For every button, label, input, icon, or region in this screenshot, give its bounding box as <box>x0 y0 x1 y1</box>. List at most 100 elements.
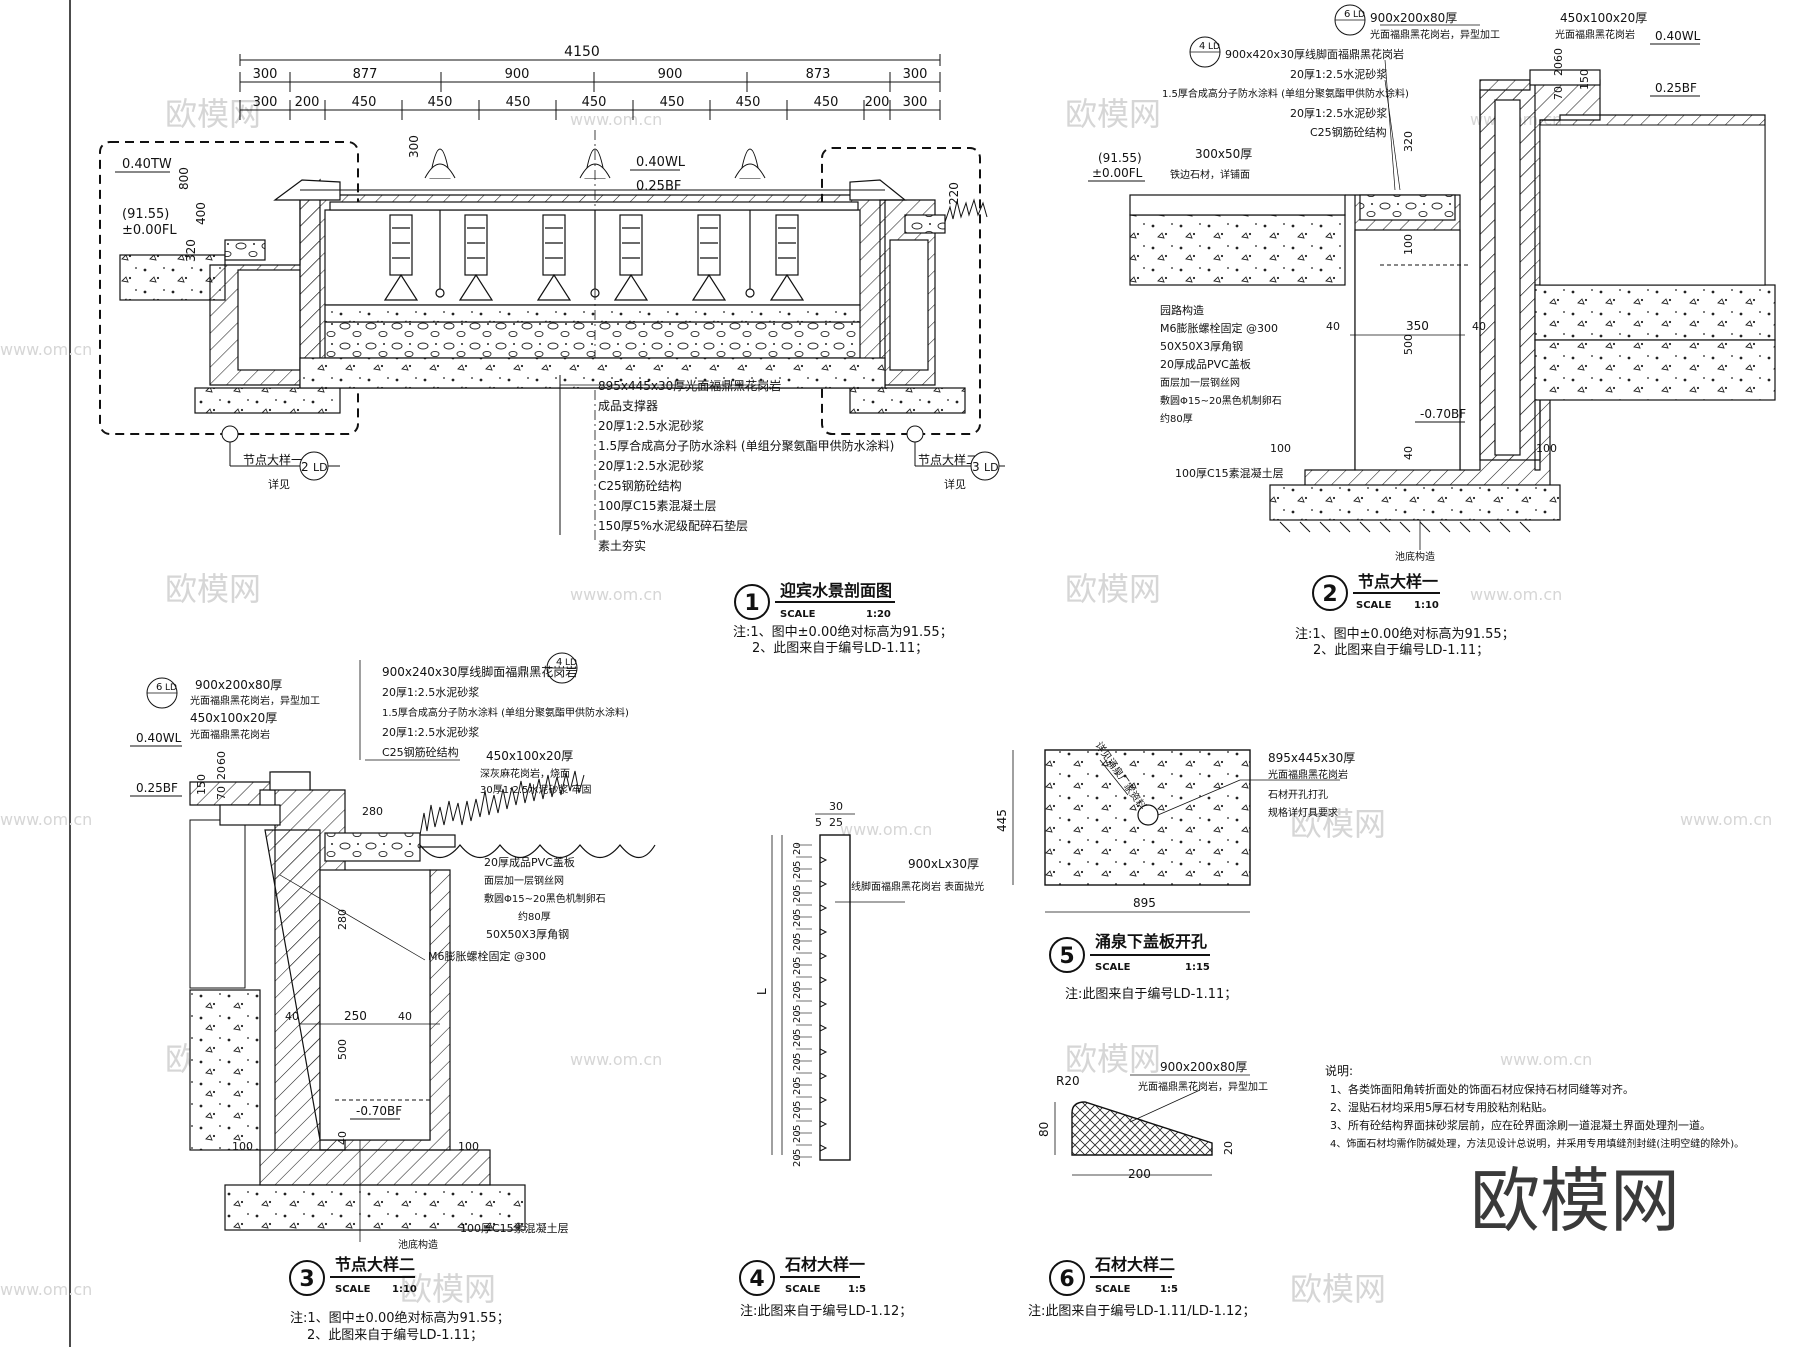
ref-see: 详见 <box>944 477 966 491</box>
note-line: 注:此图来自于编号LD-1.11/LD-1.12； <box>1028 1304 1256 1319</box>
callout-text: 900x200x80厚 <box>1370 11 1457 25</box>
elev-bf: 0.25BF <box>636 179 681 194</box>
scale-label: SCALE <box>335 1284 371 1295</box>
title-number: 5 <box>1059 944 1074 969</box>
callout-text: 成品支撑器 <box>598 398 658 413</box>
dim-280: 280 <box>336 909 349 930</box>
dim-row2: 450 <box>582 95 607 110</box>
dim-row1: 873 <box>806 67 831 82</box>
watermark-url: www.om.cn <box>1500 1050 1592 1069</box>
elev-bf-bottom: -0.70BF <box>1420 407 1466 421</box>
repeat-dim: 20 <box>792 986 803 999</box>
note-item: 4、饰面石材均需作防碱处理，方法见设计总说明，并采用专用填缝剂封缝(注明空缝的除… <box>1330 1137 1744 1150</box>
section-5-cover-plate: 详见涌泉厂家资料 445 895 895x445x30厚 光面福鼎黑花岗岩 石材… <box>995 739 1355 1002</box>
note-line: 2、此图来自于编号LD-1.11； <box>752 641 928 656</box>
repeat-dim: 20 <box>792 890 803 903</box>
elev-bf: 0.25BF <box>136 781 178 795</box>
dim-200: 200 <box>1128 1167 1151 1181</box>
watermark-text: 欧模网 <box>1290 1270 1386 1308</box>
general-notes: 说明: 1、各类饰面阳角转折面处的饰面石材应保持石材同缝等对齐。 2、湿贴石材均… <box>1325 1063 1744 1150</box>
callout-text: C25钢筋砼结构 <box>1310 125 1387 139</box>
pool-base-concrete <box>324 304 861 323</box>
pool-base-gravel <box>324 321 861 359</box>
title-name: 涌泉下盖板开孔 <box>1095 932 1207 951</box>
scale-label: SCALE <box>785 1284 821 1295</box>
repeat-dim: 5 <box>792 1029 803 1035</box>
ref-number: 3 <box>972 460 980 474</box>
dim-40: 40 <box>1472 320 1486 333</box>
watermark-text: 欧模网 <box>1065 1040 1161 1078</box>
watermark-text: 欧模网 <box>1290 805 1386 843</box>
title-name: 节点大样一 <box>1358 572 1438 591</box>
elev-bf: 0.25BF <box>1655 81 1697 95</box>
dim-100: 100 <box>1270 442 1291 455</box>
detail-ref-left: 节点大样一 2 LD 详见 <box>221 425 340 491</box>
ref-sheet: LD <box>1208 42 1220 52</box>
title-number: 2 <box>1322 582 1337 607</box>
repeat-dim: 20 <box>792 1034 803 1047</box>
brand-watermark: 欧模网 <box>1470 1160 1680 1242</box>
dim-row1: 900 <box>505 67 530 82</box>
dim-500: 500 <box>336 1039 349 1060</box>
ref-sheet: LD <box>165 683 177 693</box>
scale-label: SCALE <box>1356 600 1392 611</box>
callout-text: 光面福鼎黑花岗岩，异型加工 <box>190 694 320 707</box>
dim-280: 280 <box>362 805 383 818</box>
scale-label: SCALE <box>780 609 816 620</box>
dim-40: 40 <box>1402 446 1415 460</box>
note-line: 注:1、图中±0.00绝对标高为91.55； <box>733 624 953 640</box>
callout-text: 规格详灯具要求 <box>1268 806 1338 819</box>
dim-350: 350 <box>1406 319 1429 333</box>
dim-400: 400 <box>194 202 208 225</box>
callout-text: 20厚成品PVC盖板 <box>1160 357 1251 371</box>
pool-floor-left <box>189 989 261 1151</box>
elev-wl: 0.40WL <box>1655 29 1701 43</box>
watermark-url: www.om.cn <box>0 810 92 829</box>
repeat-dim: 5 <box>792 909 803 915</box>
callout-text: 900xLx30厚 <box>908 857 979 871</box>
watermark-url: www.om.cn <box>0 1280 92 1299</box>
pebbles-right <box>904 214 946 234</box>
detail-ref-right: 节点大样二 3 LD 详见 <box>906 425 1005 491</box>
repeat-dim: 20 <box>792 1010 803 1023</box>
callout-text: 450x100x20厚 <box>1560 11 1647 25</box>
dim-row1: 900 <box>658 67 683 82</box>
stone-groove-profile <box>819 845 828 1152</box>
dim-150: 150 <box>1578 69 1591 90</box>
dim-row2: 200 <box>295 95 320 110</box>
title-number: 4 <box>749 1267 764 1292</box>
ref-sheet: LD <box>984 461 999 474</box>
callout-text: 园路构造 <box>1160 303 1204 317</box>
repeat-dim: 5 <box>792 861 803 867</box>
dim-150: 150 <box>195 774 208 795</box>
note-line: 2、此图来自于编号LD-1.11； <box>307 1328 483 1343</box>
callout-text: 池底构造 <box>1395 550 1435 563</box>
channel-void <box>1354 229 1461 471</box>
pool-wall-liner <box>1494 99 1521 456</box>
callout-text: 900x200x80厚 <box>195 678 282 692</box>
dim-25: 25 <box>829 816 843 829</box>
title-block-2: 2 节点大样一 SCALE 1:10 注:1、图中±0.00绝对标高为91.55… <box>1295 572 1515 658</box>
dim-40: 40 <box>336 1131 349 1145</box>
callout-text: 面层加一层钢丝网 <box>484 874 564 887</box>
watermark-text: 欧模网 <box>165 570 261 608</box>
callout-text: 100厚C15素混凝土层 <box>460 1221 569 1235</box>
elev-wl: 0.40WL <box>636 155 686 170</box>
dim-40: 40 <box>398 1010 412 1023</box>
earth-hatch <box>1279 521 1531 533</box>
footing-right <box>849 387 966 414</box>
callout-text: 20厚1:2.5水泥砂浆 <box>1290 106 1387 120</box>
repeat-dim-chain: 2052052052052052052052052052052052052052… <box>792 842 812 1167</box>
callout-text: 895x445x30厚 <box>1268 751 1355 765</box>
dim-445: 445 <box>995 809 1009 832</box>
callout-text: 光面福鼎黑花岗岩 <box>190 728 270 741</box>
dim-row2: 300 <box>903 95 928 110</box>
callout-text: 1.5厚合成高分子防水涂料 (单组分聚氨酯甲供防水涂料) <box>382 706 629 719</box>
section-3-labels: 0.40WL 0.25BF -0.70BF 150 70 20 60 280 2… <box>130 731 479 1153</box>
watermark-url: www.om.cn <box>840 820 932 839</box>
ref-number: 4 <box>556 657 562 668</box>
dim-250: 250 <box>344 1009 367 1023</box>
title-name: 节点大样二 <box>335 1255 415 1274</box>
base-slab <box>259 1149 491 1186</box>
watermark-text: 欧模网 <box>1065 570 1161 608</box>
